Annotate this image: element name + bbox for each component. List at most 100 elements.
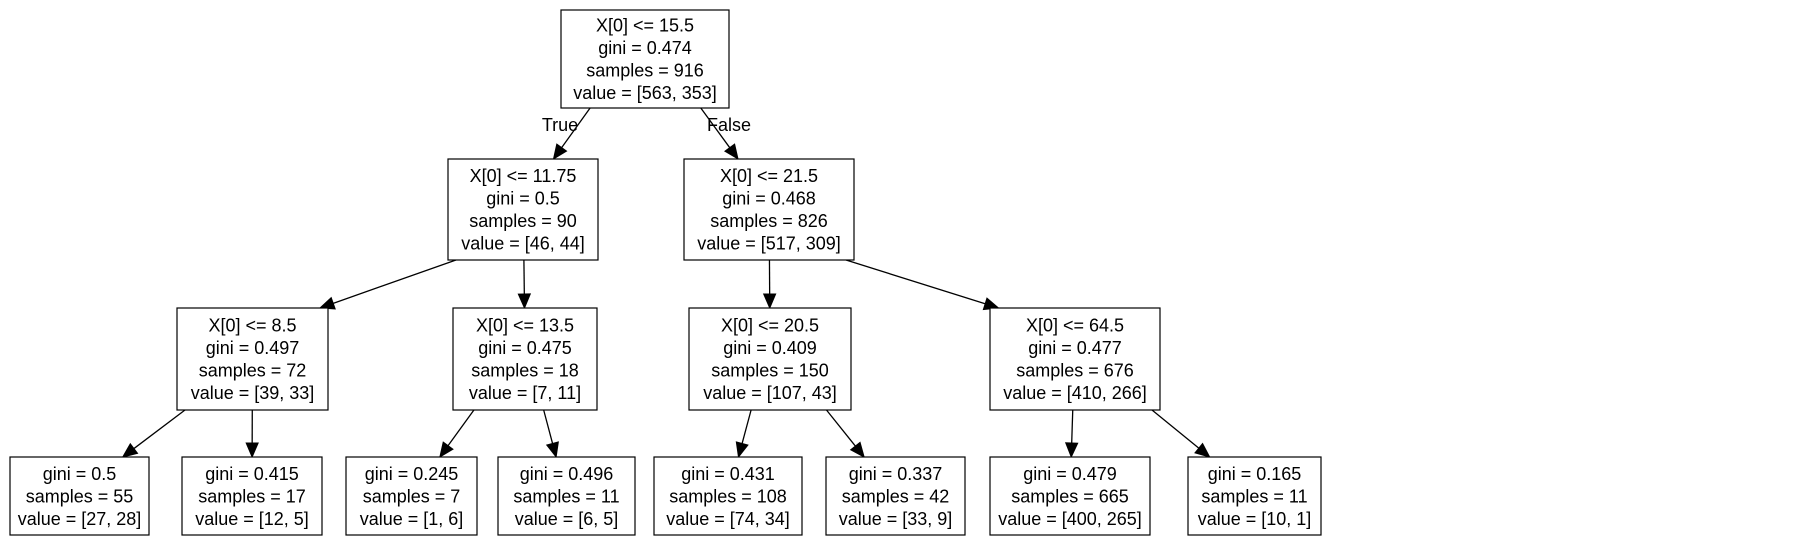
node-box (560, 9, 730, 109)
node-text-line: value = [33, 9] (839, 509, 953, 529)
node-text-line: X[0] <= 20.5 (721, 316, 819, 336)
node-box (181, 456, 323, 536)
node-text-line: value = [12, 5] (195, 509, 309, 529)
node-text-line: gini = 0.337 (849, 464, 943, 484)
tree-edge-n0-n2: False (700, 107, 751, 161)
node-box (989, 456, 1151, 536)
edge-line (561, 107, 591, 149)
tree-edge-n2-n5 (762, 259, 777, 310)
edge-line (845, 259, 986, 305)
node-text-line: X[0] <= 21.5 (720, 166, 818, 186)
node-text-line: samples = 11 (1201, 486, 1307, 506)
tree-edge-n6-n13 (1064, 409, 1079, 459)
node-text-line: samples = 676 (1016, 361, 1134, 381)
node-text-line: samples = 7 (363, 486, 461, 506)
edge-arrowhead (545, 441, 559, 459)
node-text-line: value = [7, 11] (469, 383, 581, 403)
node-text-line: gini = 0.496 (520, 464, 614, 484)
edge-line (447, 409, 475, 447)
node-text-line: value = [107, 43] (703, 383, 837, 403)
tree-edge-n4-n10 (543, 409, 559, 459)
edge-arrowhead (439, 441, 454, 459)
edge-arrowhead (245, 442, 259, 459)
node-text-line: value = [517, 309] (697, 234, 841, 254)
node-text-line: gini = 0.409 (723, 338, 817, 358)
node-box (989, 307, 1161, 411)
node-text-line: samples = 72 (199, 361, 307, 381)
node-text-line: value = [74, 34] (666, 509, 790, 529)
node-box (447, 158, 599, 261)
node-text-line: gini = 0.474 (598, 38, 692, 58)
edge-arrowhead (849, 441, 865, 458)
edge-arrowhead (1064, 442, 1079, 459)
node-text-line: X[0] <= 15.5 (596, 16, 694, 36)
edge-label-true: True (542, 115, 578, 135)
node-text-line: value = [1, 6] (360, 509, 464, 529)
node-text-line: value = [27, 28] (18, 509, 142, 529)
node-text-line: gini = 0.479 (1023, 464, 1117, 484)
edge-arrowhead (762, 293, 777, 310)
edge-line (332, 259, 457, 304)
node-text-line: X[0] <= 64.5 (1026, 316, 1124, 336)
node-box (345, 456, 478, 536)
node-text-line: value = [410, 266] (1003, 383, 1147, 403)
node-text-line: gini = 0.431 (681, 464, 775, 484)
node-text-line: samples = 55 (26, 486, 134, 506)
node-text-line: value = [6, 5] (515, 509, 619, 529)
edge-line (825, 409, 856, 447)
edge-arrowhead (1194, 442, 1211, 458)
node-text-line: samples = 42 (842, 486, 950, 506)
tree-edge-n1-n4 (517, 259, 532, 310)
node-box (176, 307, 329, 411)
node-text-line: value = [39, 33] (191, 383, 315, 403)
edge-line (133, 409, 186, 450)
edge-arrowhead (552, 143, 568, 161)
node-text-line: samples = 916 (586, 61, 704, 81)
tree-edge-n5-n11 (735, 409, 752, 459)
node-text-line: gini = 0.477 (1028, 338, 1122, 358)
node-box (497, 456, 636, 536)
node-text-line: gini = 0.475 (478, 338, 572, 358)
tree-edge-n3-n7 (121, 409, 186, 458)
edge-label-false: False (707, 115, 751, 135)
edge-arrowhead (735, 441, 749, 459)
tree-edge-n1-n3 (318, 259, 457, 310)
tree-edge-n5-n12 (825, 409, 865, 458)
tree-edge-n2-n6 (845, 259, 1000, 311)
edge-arrowhead (318, 296, 336, 310)
edge-arrowhead (517, 293, 532, 310)
node-text-line: samples = 826 (710, 211, 828, 231)
tree-edge-n3-n8 (245, 409, 259, 459)
node-box (653, 456, 803, 536)
node-box (825, 456, 966, 536)
edge-line (700, 107, 731, 149)
node-text-line: X[0] <= 11.75 (470, 166, 577, 186)
node-box (1187, 456, 1322, 536)
node-text-line: value = [563, 353] (573, 83, 717, 103)
node-text-line: value = [46, 44] (461, 234, 585, 254)
node-text-line: samples = 665 (1011, 486, 1129, 506)
node-text-line: samples = 108 (669, 486, 787, 506)
edge-arrowhead (121, 442, 139, 458)
node-box (683, 158, 855, 261)
node-box (688, 307, 852, 411)
node-box (9, 456, 150, 536)
node-text-line: samples = 90 (469, 211, 577, 231)
node-text-line: gini = 0.468 (722, 189, 816, 209)
edge-line (543, 409, 554, 444)
